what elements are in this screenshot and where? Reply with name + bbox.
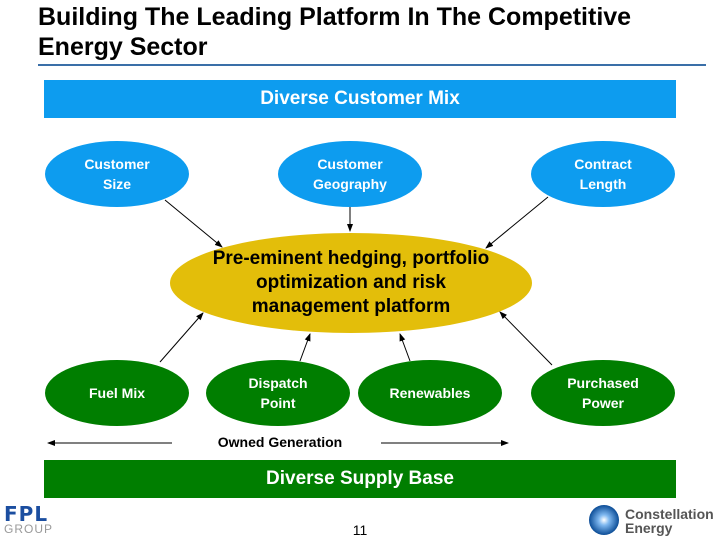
customer-mix-bar: Diverse Customer Mix	[44, 80, 676, 118]
node-label: Customer Size	[84, 156, 150, 192]
supply-base-label: Diverse Supply Base	[266, 468, 454, 489]
constellation-star-icon	[589, 505, 619, 535]
customer-geography-ellipse	[278, 141, 422, 207]
contract-length-ellipse	[531, 141, 675, 207]
node-customer-geography: Customer Geography	[278, 141, 422, 207]
node-renewables: Renewables	[358, 360, 502, 426]
constellation-energy-logo: Constellation Energy	[588, 503, 720, 537]
arrow-dispatch-point	[299, 333, 311, 362]
arrow-purchased-power	[499, 311, 553, 366]
fpl-logo-line1: FPL	[4, 502, 49, 526]
node-contract-length: Contract Length	[531, 141, 675, 207]
node-fuel-mix: Fuel Mix	[45, 360, 189, 426]
node-purchased-power: Purchased Power	[531, 360, 675, 426]
arrow-contract-length	[485, 196, 549, 249]
renewables-ellipse	[358, 360, 502, 426]
node-label: Contract Length	[574, 156, 632, 192]
fuel-mix-ellipse	[45, 360, 189, 426]
node-label: Renewables	[389, 385, 471, 401]
core-platform: Pre-eminent hedging, portfolio optimizat…	[170, 233, 532, 333]
customer-size-ellipse	[45, 141, 189, 207]
supply-base-bar: Diverse Supply Base	[44, 460, 676, 498]
node-label: Purchased Power	[567, 375, 639, 411]
constellation-logo-line1: Constellation	[625, 506, 714, 522]
core-label: Pre-eminent hedging, portfolio optimizat…	[212, 248, 490, 317]
fpl-group-logo: FPL GROUP	[4, 502, 74, 536]
owned-generation-label: Owned Generation	[217, 434, 343, 450]
title-divider	[38, 64, 706, 66]
purchased-power-ellipse	[531, 360, 675, 426]
core-platform-ellipse	[170, 233, 532, 333]
node-label: Customer Geography	[313, 156, 387, 192]
constellation-logo-line2: Energy	[625, 520, 673, 536]
fpl-logo-line2: GROUP	[4, 522, 54, 536]
slide-title: Building The Leading Platform In The Com…	[38, 3, 632, 61]
node-label: Dispatch Point	[248, 375, 308, 411]
dispatch-point-ellipse	[206, 360, 350, 426]
node-customer-size: Customer Size	[45, 141, 189, 207]
arrow-fuel-mix	[159, 312, 204, 363]
arrow-customer-size	[164, 199, 223, 248]
node-label: Fuel Mix	[88, 385, 145, 401]
customer-mix-label: Diverse Customer Mix	[260, 88, 460, 109]
page-number: 11	[352, 522, 368, 538]
arrow-renewables	[399, 333, 411, 362]
node-dispatch-point: Dispatch Point	[206, 360, 350, 426]
